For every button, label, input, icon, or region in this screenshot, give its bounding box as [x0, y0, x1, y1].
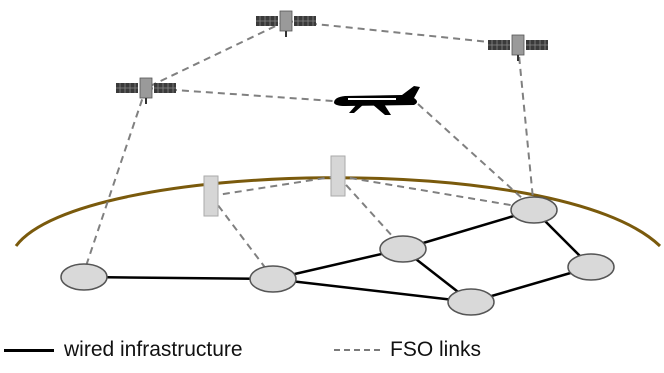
ground-node-icon: [60, 263, 108, 291]
wired-links: [83, 208, 592, 304]
ground-node-icon: [510, 196, 558, 224]
fso-links: [83, 20, 535, 279]
satellite-icon: [115, 77, 177, 105]
relay-tower-icon: [203, 175, 219, 217]
legend-wired-label: wired infrastructure: [64, 338, 243, 361]
satellite-icon: [487, 34, 549, 62]
ground-node-icon: [249, 265, 297, 293]
fso-link: [417, 103, 535, 210]
legend-fso: FSO links: [334, 336, 481, 364]
wired-link: [402, 208, 535, 251]
fso-link: [145, 87, 363, 104]
fso-link: [210, 175, 339, 197]
wired-line-swatch: [4, 348, 54, 352]
fso-link: [337, 175, 404, 249]
legend-fso-label: FSO links: [390, 338, 482, 361]
fso-link: [285, 20, 519, 46]
fso-link: [337, 175, 535, 210]
fso-link: [145, 20, 287, 89]
legend-wired: wired infrastructure: [4, 336, 243, 364]
fso-link: [210, 195, 274, 279]
fso-line-swatch: [334, 349, 380, 351]
ground-node-icon: [447, 288, 495, 316]
aircraft-icon: [334, 86, 420, 115]
fso-link: [83, 87, 147, 273]
fso-link: [517, 44, 535, 210]
ground-nodes: [60, 196, 615, 316]
relay-tower-icon: [330, 155, 346, 197]
ground-node-icon: [567, 253, 615, 281]
wired-link: [272, 277, 472, 304]
satellite-icon: [255, 10, 317, 38]
ground-node-icon: [379, 235, 427, 263]
wired-link: [83, 275, 274, 281]
